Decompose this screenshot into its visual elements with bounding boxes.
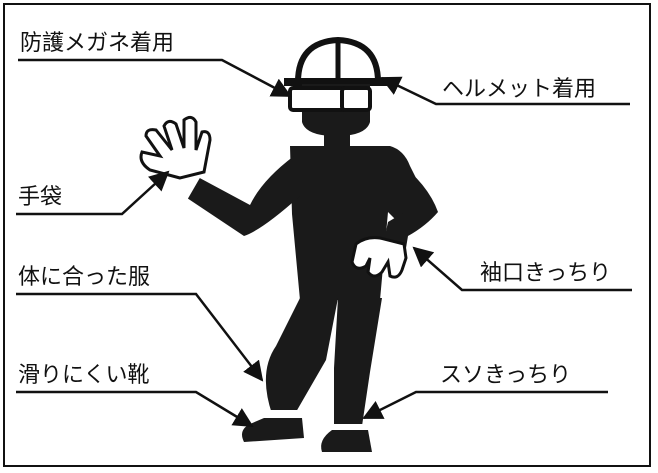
- cuff-band-left: [180, 173, 200, 201]
- shoe-right: [321, 430, 372, 452]
- leg-left: [265, 298, 338, 414]
- hem-band-left: [266, 410, 300, 415]
- label-goggles: 防護メガネ着用: [20, 31, 174, 56]
- label-clothes: 体に合った服: [18, 265, 150, 290]
- hem-band-right: [334, 424, 366, 429]
- label-gloves: 手袋: [18, 185, 62, 210]
- leader-lines: [16, 58, 632, 428]
- worker-figure: [180, 36, 438, 452]
- goggles-icon: [288, 86, 372, 112]
- glove-left-icon: [139, 115, 212, 180]
- label-cuffs: 袖口きっちり: [480, 261, 611, 286]
- helmet-icon: [284, 36, 392, 86]
- glove-right-icon: [350, 236, 408, 279]
- arm-left: [184, 156, 300, 236]
- label-helmet: ヘルメット着用: [442, 77, 596, 102]
- arm-right: [382, 160, 438, 250]
- label-shoes: 滑りにくい靴: [18, 363, 150, 388]
- leg-right: [334, 298, 382, 426]
- shoe-left: [242, 418, 304, 442]
- label-hem: スソきっちり: [440, 363, 571, 388]
